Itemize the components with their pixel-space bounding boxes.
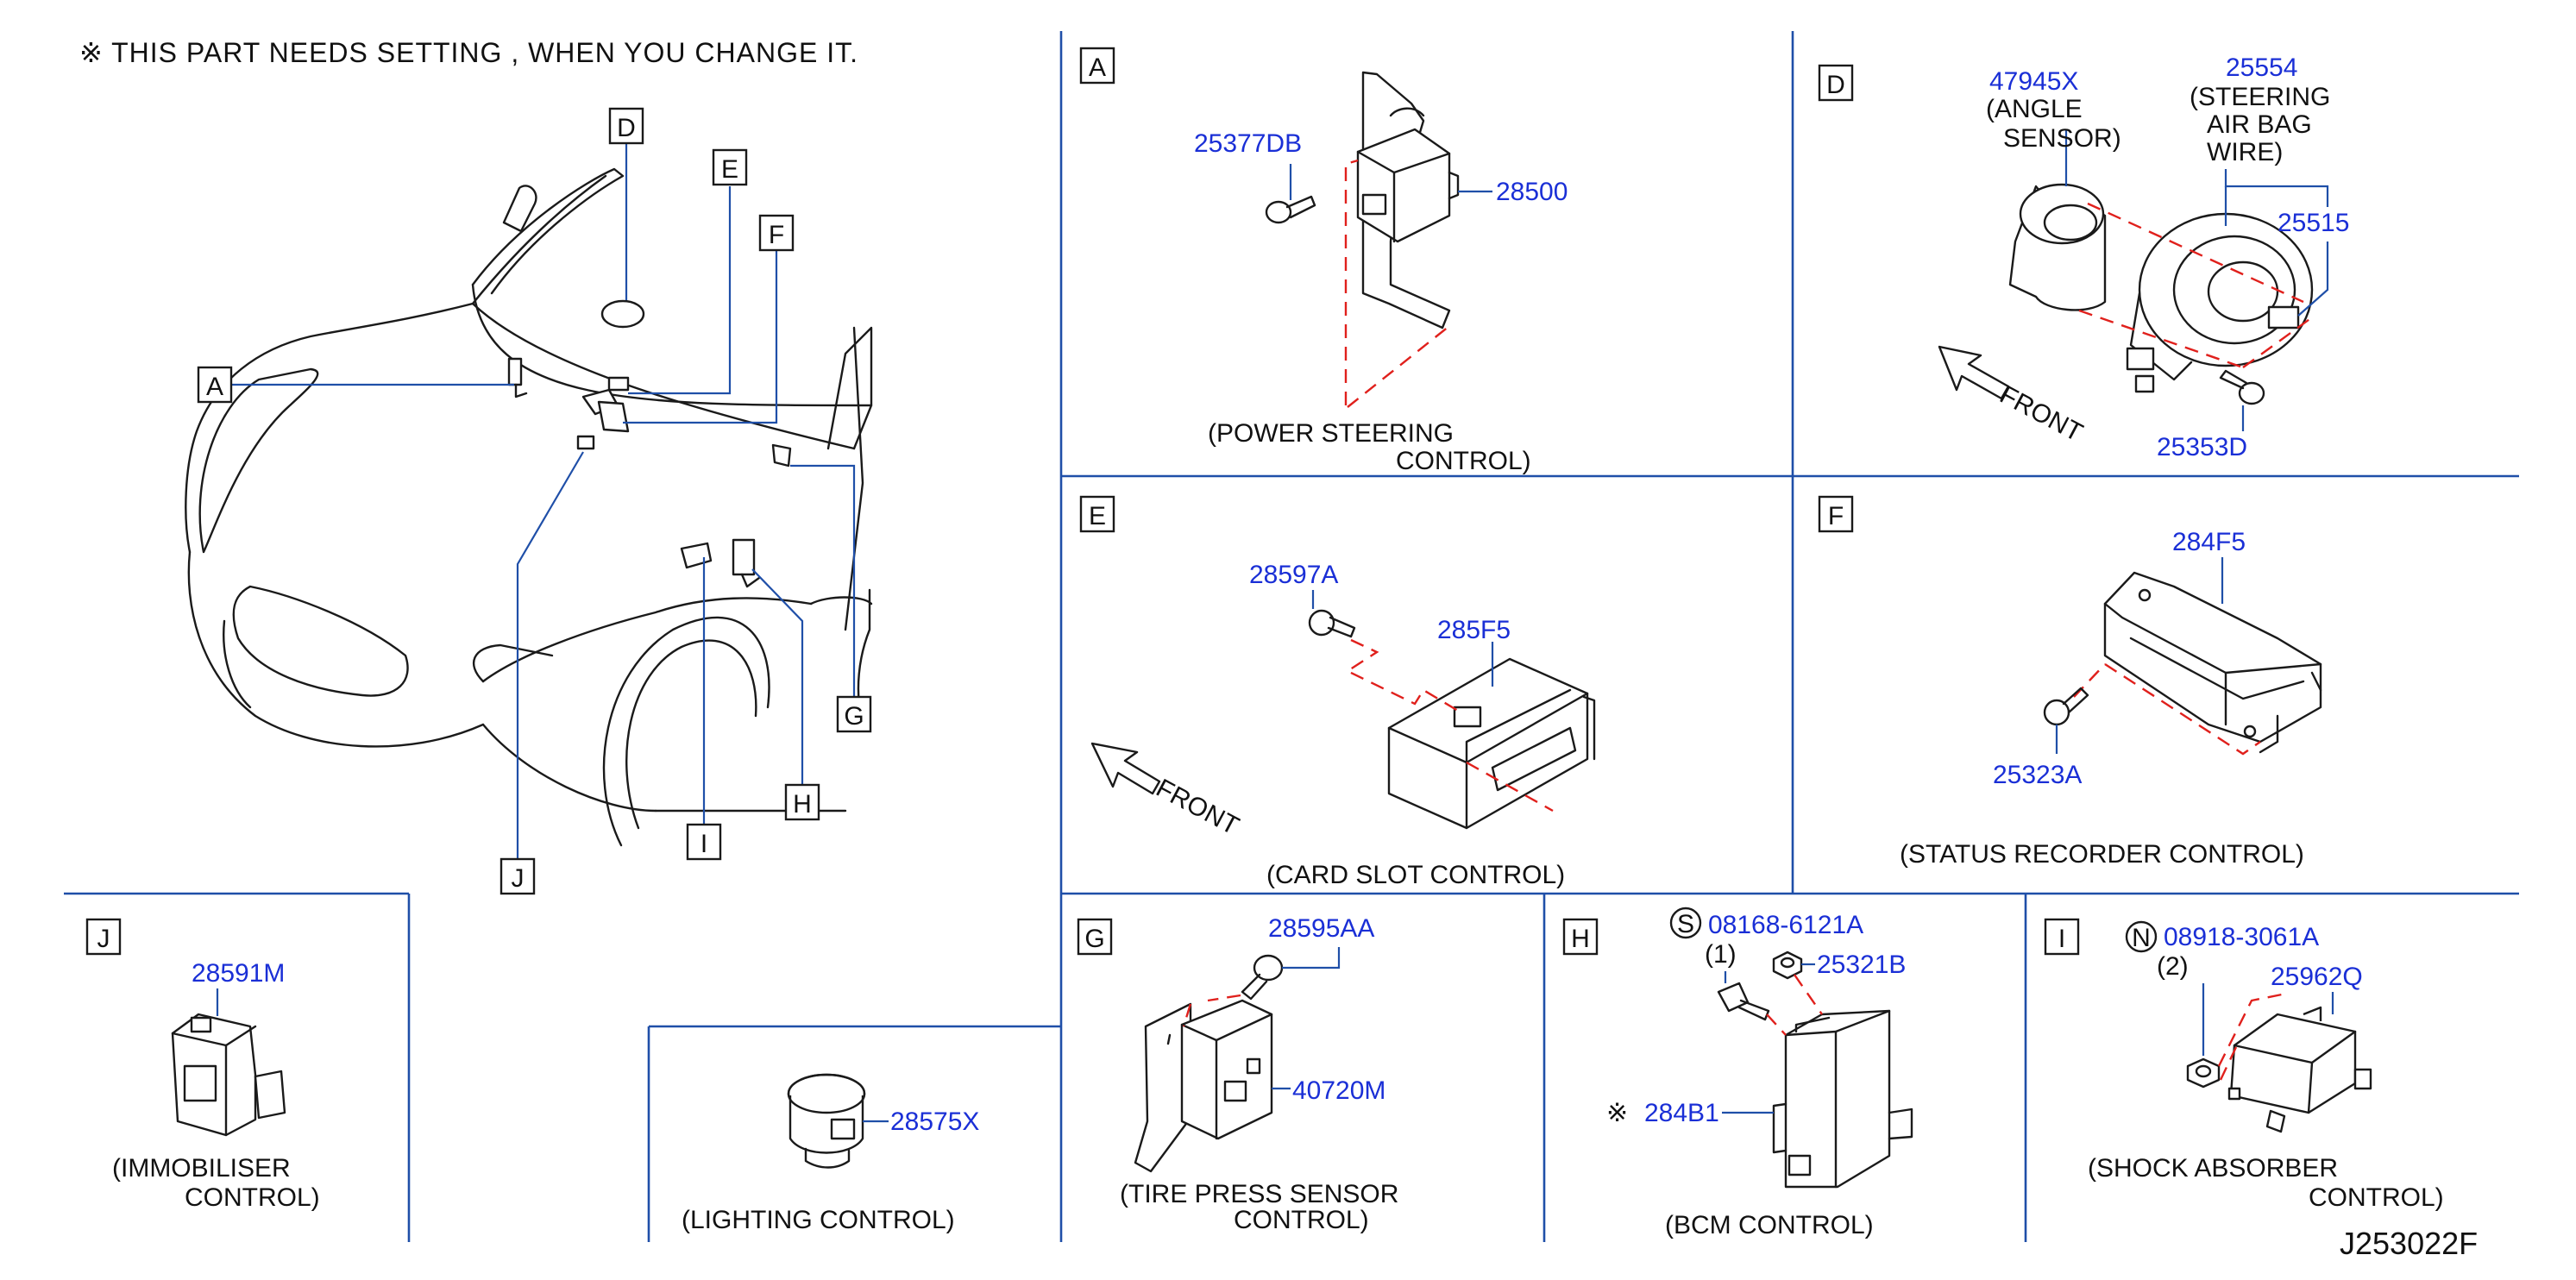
tire-press-module-icon xyxy=(1134,999,1273,1173)
screw-icon-f xyxy=(2043,687,2089,726)
part-28575x: 28575X xyxy=(890,1107,979,1136)
panel-grid xyxy=(64,31,2519,1242)
overview-leaders xyxy=(231,143,856,864)
callout-e: E xyxy=(721,155,738,184)
airbag-label-2: AIR BAG xyxy=(2207,110,2312,139)
caption-h: (BCM CONTROL) xyxy=(1665,1211,1874,1239)
panel-e-letter: E xyxy=(1089,502,1106,530)
power-steering-module-icon xyxy=(1356,71,1460,329)
part-47945x: 47945X xyxy=(1989,67,2078,96)
panel-j-letter: J xyxy=(97,925,110,953)
light-sensor-icon xyxy=(787,1073,866,1169)
qty-h: (1) xyxy=(1705,940,1737,969)
caption-g-2: CONTROL) xyxy=(1234,1206,1369,1234)
part-285f5: 285F5 xyxy=(1437,616,1511,644)
caption-i-2: CONTROL) xyxy=(2309,1183,2444,1212)
screw-icon-g xyxy=(1241,954,1284,1001)
caption-i-1: (SHOCK ABSORBER xyxy=(2088,1154,2338,1183)
part-08168-6121a: 08168-6121A xyxy=(1708,911,1863,939)
nut-symbol-n: N xyxy=(2132,924,2151,952)
part-08918-3061a: 08918-3061A xyxy=(2164,923,2319,951)
panel-f-letter: F xyxy=(1828,502,1844,530)
card-slot-module-icon xyxy=(1387,657,1596,830)
nut-icon-i xyxy=(2186,1057,2221,1089)
panel-e: E 28597A 285F5 FRONT (CARD SLOT CONTROL) xyxy=(1079,495,1596,889)
part-40720m: 40720M xyxy=(1292,1076,1385,1105)
angle-label-1: (ANGLE xyxy=(1986,95,2083,123)
callout-h: H xyxy=(793,790,812,819)
panel-d: D 47945X (ANGLE SENSOR) 25554 (STEERING … xyxy=(1818,53,2349,461)
panel-g-letter: G xyxy=(1084,925,1104,953)
angle-label-2: SENSOR) xyxy=(2003,124,2121,153)
panel-f: F 284F5 25323A (STATUS RECORDER CONTROL) xyxy=(1818,495,2322,869)
bolt-symbol-s: S xyxy=(1677,910,1694,938)
panel-lighting: 28575X (LIGHTING CONTROL) xyxy=(682,1073,979,1234)
caption-g-1: (TIRE PRESS SENSOR xyxy=(1120,1180,1398,1208)
screw-icon xyxy=(1265,195,1316,224)
part-284b1: 284B1 xyxy=(1644,1099,1719,1127)
callout-i: I xyxy=(701,830,707,858)
caption-a-2: CONTROL) xyxy=(1396,447,1531,475)
caption-lighting: (LIGHTING CONTROL) xyxy=(682,1206,955,1234)
part-25353d: 25353D xyxy=(2157,433,2247,461)
immobiliser-module-icon xyxy=(171,1013,286,1137)
part-25554: 25554 xyxy=(2226,53,2297,82)
bolt-icon-h xyxy=(1717,982,1770,1021)
angle-sensor-icon xyxy=(2008,183,2107,311)
part-284f5: 284F5 xyxy=(2172,528,2246,556)
screw-icon-e xyxy=(1308,609,1356,638)
part-25962q: 25962Q xyxy=(2271,963,2363,991)
front-label-e: FRONT xyxy=(1152,774,1244,841)
part-25323a: 25323A xyxy=(1993,761,2082,789)
part-25321b: 25321B xyxy=(1817,951,1906,979)
panel-i: I N 08918-3061A (2) 25962Q (SHOCK ABSORB… xyxy=(2044,918,2444,1212)
spiral-cable-icon xyxy=(2126,212,2314,393)
overview-callouts: A D E F G H I J xyxy=(197,107,872,895)
part-25515: 25515 xyxy=(2278,209,2349,237)
caption-j-2: CONTROL) xyxy=(185,1183,320,1212)
caption-j-1: (IMMOBILISER xyxy=(112,1154,291,1183)
caption-f: (STATUS RECORDER CONTROL) xyxy=(1900,840,2304,869)
shock-absorber-module-icon xyxy=(2227,1006,2372,1133)
panel-i-letter: I xyxy=(2058,925,2065,953)
callout-d: D xyxy=(617,114,636,142)
panel-g: G 28595AA 40720M (TIRE PRESS SENSOR CONT… xyxy=(1077,914,1398,1234)
panel-h-letter: H xyxy=(1571,925,1590,953)
setting-mark-h: ※ xyxy=(1606,1099,1628,1127)
setting-note: ※ THIS PART NEEDS SETTING , WHEN YOU CHA… xyxy=(79,37,858,68)
part-28597a: 28597A xyxy=(1249,561,1338,589)
callout-g: G xyxy=(844,702,864,731)
part-28595aa: 28595AA xyxy=(1268,914,1374,943)
front-arrow-icon-e xyxy=(1090,742,1161,795)
bcm-module-icon xyxy=(1772,1009,1913,1189)
front-arrow-icon xyxy=(1938,345,2010,400)
panel-j: J 28591M (IMMOBILISER CONTROL) xyxy=(85,918,320,1212)
airbag-label-3: WIRE) xyxy=(2207,138,2283,166)
airbag-label-1: (STEERING xyxy=(2190,83,2330,111)
car-overview-illustration xyxy=(185,167,873,847)
nut-icon-h xyxy=(1772,951,1803,980)
panel-a-letter: A xyxy=(1089,53,1106,82)
callout-j: J xyxy=(512,864,525,893)
screw-icon-d xyxy=(2219,369,2265,405)
part-28591m: 28591M xyxy=(192,959,285,988)
callout-a: A xyxy=(206,373,223,401)
part-25377db: 25377DB xyxy=(1194,129,1302,158)
panel-h: H S 08168-6121A (1) 25321B ※ 284B1 xyxy=(1562,907,1913,1239)
caption-a-1: (POWER STEERING xyxy=(1208,419,1454,448)
caption-e: (CARD SLOT CONTROL) xyxy=(1266,861,1565,889)
part-28500: 28500 xyxy=(1496,178,1568,206)
panel-d-letter: D xyxy=(1826,71,1845,99)
qty-i: (2) xyxy=(2157,952,2189,981)
status-recorder-module-icon xyxy=(2103,571,2322,754)
callout-f: F xyxy=(769,221,784,249)
diagram-code: J253022F xyxy=(2340,1226,2478,1261)
front-label-d: FRONT xyxy=(1995,380,2088,448)
panel-a: A 25377DB 28500 (POWER STEERING CONTROL) xyxy=(1079,47,1568,475)
